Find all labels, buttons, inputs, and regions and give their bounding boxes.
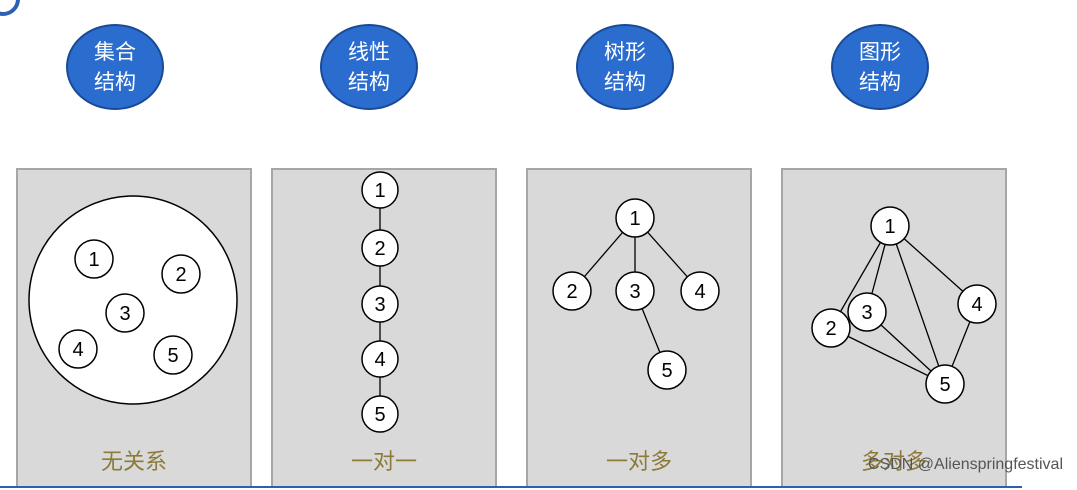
svg-text:5: 5: [167, 345, 178, 367]
heading-tree-structure: 树形 结构: [576, 24, 674, 110]
svg-text:5: 5: [374, 404, 385, 426]
heading-line2: 结构: [859, 70, 901, 94]
heading-line2: 结构: [348, 70, 390, 94]
svg-text:4: 4: [72, 339, 83, 361]
svg-text:1: 1: [374, 180, 385, 202]
heading-line1: 集合: [94, 40, 136, 64]
svg-text:4: 4: [694, 281, 705, 303]
svg-text:1: 1: [629, 208, 640, 230]
relation-label: 多对多: [860, 450, 927, 475]
node-4: 4: [680, 271, 720, 311]
node-4: 4: [58, 329, 98, 369]
edge-1-5: [889, 225, 946, 385]
node-3: 3: [361, 285, 399, 323]
node-2: 2: [361, 229, 399, 267]
svg-text:1: 1: [88, 249, 99, 271]
panel-linear: 1 2 3 4 5 一对一: [271, 168, 497, 488]
graph-diagram: 1 2 3 4 5: [811, 206, 997, 404]
node-4: 4: [957, 284, 997, 324]
node-2: 2: [552, 271, 592, 311]
heading-line1: 树形: [604, 40, 646, 64]
node-5: 5: [153, 335, 193, 375]
heading-line2: 结构: [604, 70, 646, 94]
corner-logo-icon: [0, 0, 20, 16]
svg-text:2: 2: [825, 318, 836, 340]
node-5: 5: [647, 350, 687, 390]
svg-text:2: 2: [175, 264, 186, 286]
bottom-rule: [0, 486, 1022, 488]
node-3: 3: [105, 293, 145, 333]
svg-text:2: 2: [566, 281, 577, 303]
svg-text:3: 3: [861, 302, 872, 324]
node-2: 2: [811, 308, 851, 348]
heading-set-structure: 集合 结构: [66, 24, 164, 110]
node-2: 2: [161, 254, 201, 294]
heading-linear-structure: 线性 结构: [320, 24, 418, 110]
linear-diagram: 1 2 3 4 5: [361, 171, 399, 433]
heading-line1: 线性: [348, 40, 390, 64]
node-5: 5: [361, 395, 399, 433]
svg-text:5: 5: [939, 374, 950, 396]
edge-2-5: [830, 327, 946, 385]
heading-graph-structure: 图形 结构: [831, 24, 929, 110]
tree-diagram: 1 2 3 4 5: [552, 198, 720, 390]
node-1: 1: [615, 198, 655, 238]
node-4: 4: [361, 340, 399, 378]
svg-text:4: 4: [971, 294, 982, 316]
node-1: 1: [870, 206, 910, 246]
svg-text:5: 5: [661, 360, 672, 382]
svg-text:4: 4: [374, 349, 385, 371]
credit-watermark: CSDN @Alienspringfestival: [868, 456, 1063, 473]
heading-line2: 结构: [94, 70, 136, 94]
svg-text:3: 3: [119, 303, 130, 325]
svg-text:3: 3: [374, 294, 385, 316]
node-1: 1: [74, 239, 114, 279]
node-3: 3: [615, 271, 655, 311]
relation-label: 一对多: [605, 450, 672, 475]
node-1: 1: [361, 171, 399, 209]
svg-text:1: 1: [884, 216, 895, 238]
panel-graph: 1 2 3 4 5 多对多: [781, 168, 1007, 488]
node-5: 5: [925, 364, 965, 404]
relation-label: 一对一: [350, 450, 417, 475]
svg-text:2: 2: [374, 238, 385, 260]
svg-text:3: 3: [629, 281, 640, 303]
node-3: 3: [847, 292, 887, 332]
relation-label: 无关系: [100, 450, 167, 475]
panel-set: 1 2 3 4 5 无关系: [16, 168, 252, 488]
heading-line1: 图形: [859, 40, 901, 64]
set-diagram: 1 2 3 4 5: [28, 195, 238, 405]
panel-tree: 1 2 3 4 5 一对多: [526, 168, 752, 488]
